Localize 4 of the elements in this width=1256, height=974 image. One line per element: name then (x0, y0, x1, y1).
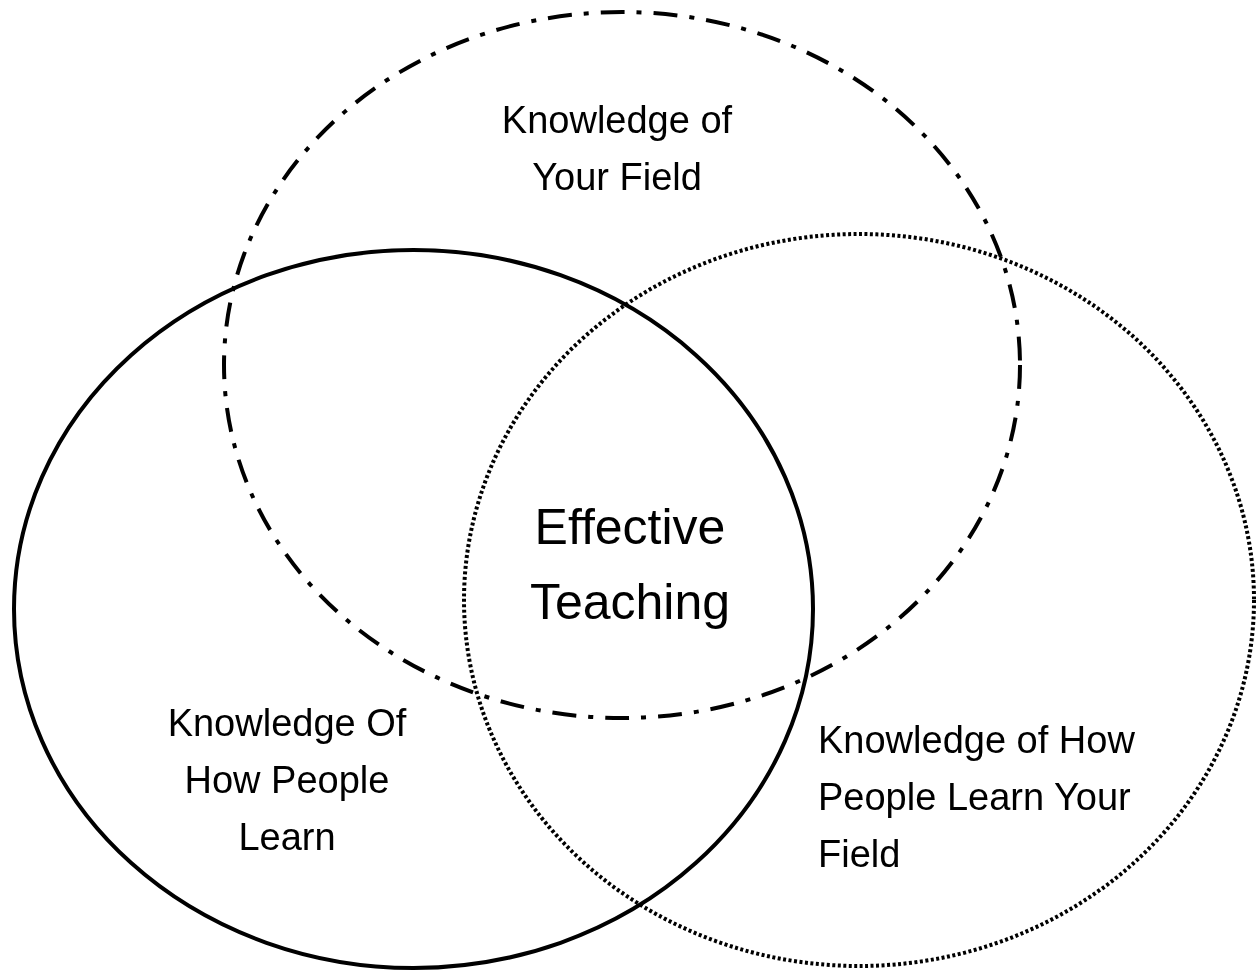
circle-label: Knowledge of How People Learn Your Field (818, 718, 1136, 877)
circle-label: Knowledge of Your Field (500, 98, 734, 200)
circle-label: Knowledge Of How People Learn (166, 701, 408, 860)
center-label: Effective Teaching (528, 498, 732, 632)
